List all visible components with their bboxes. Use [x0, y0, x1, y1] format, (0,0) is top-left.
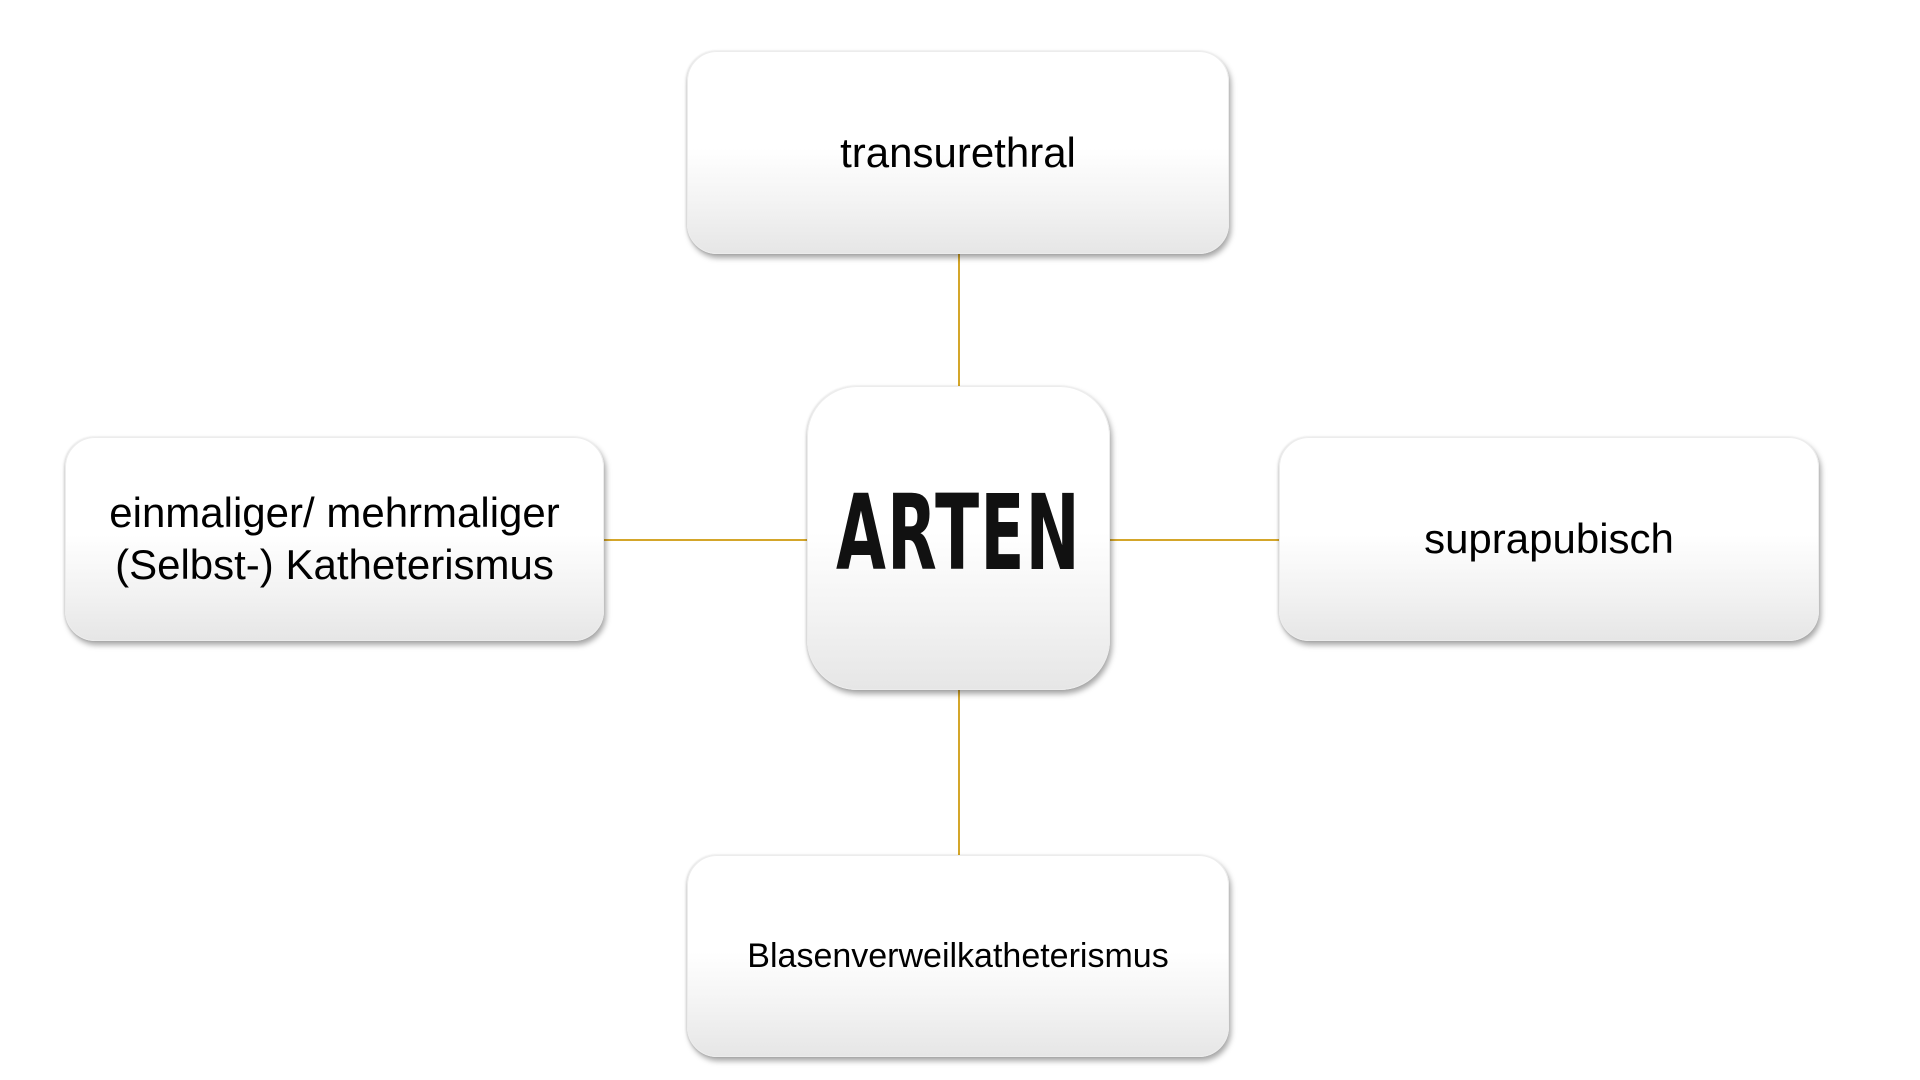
center-node-arten: ARTEN — [807, 386, 1110, 690]
node-suprapubisch: suprapubisch — [1279, 437, 1819, 641]
connector-left — [604, 539, 807, 541]
node-label: suprapubisch — [1424, 515, 1674, 562]
node-label: Blasenverweilkatheterismus — [747, 936, 1169, 975]
node-blasenverweilkatheterismus: Blasenverweilkatheterismus — [687, 855, 1229, 1057]
node-label: transurethral — [840, 128, 1076, 176]
center-label: ARTEN — [836, 472, 1081, 594]
connector-top — [958, 254, 960, 386]
node-label-line1: einmaliger/ mehrmaliger — [109, 489, 560, 536]
node-transurethral: transurethral — [687, 51, 1229, 254]
connector-bottom — [958, 690, 960, 855]
connector-right — [1110, 539, 1279, 541]
node-label-line2: (Selbst-) Katheterismus — [115, 541, 554, 588]
node-katheterismus: einmaliger/ mehrmaliger (Selbst-) Kathet… — [65, 437, 604, 641]
